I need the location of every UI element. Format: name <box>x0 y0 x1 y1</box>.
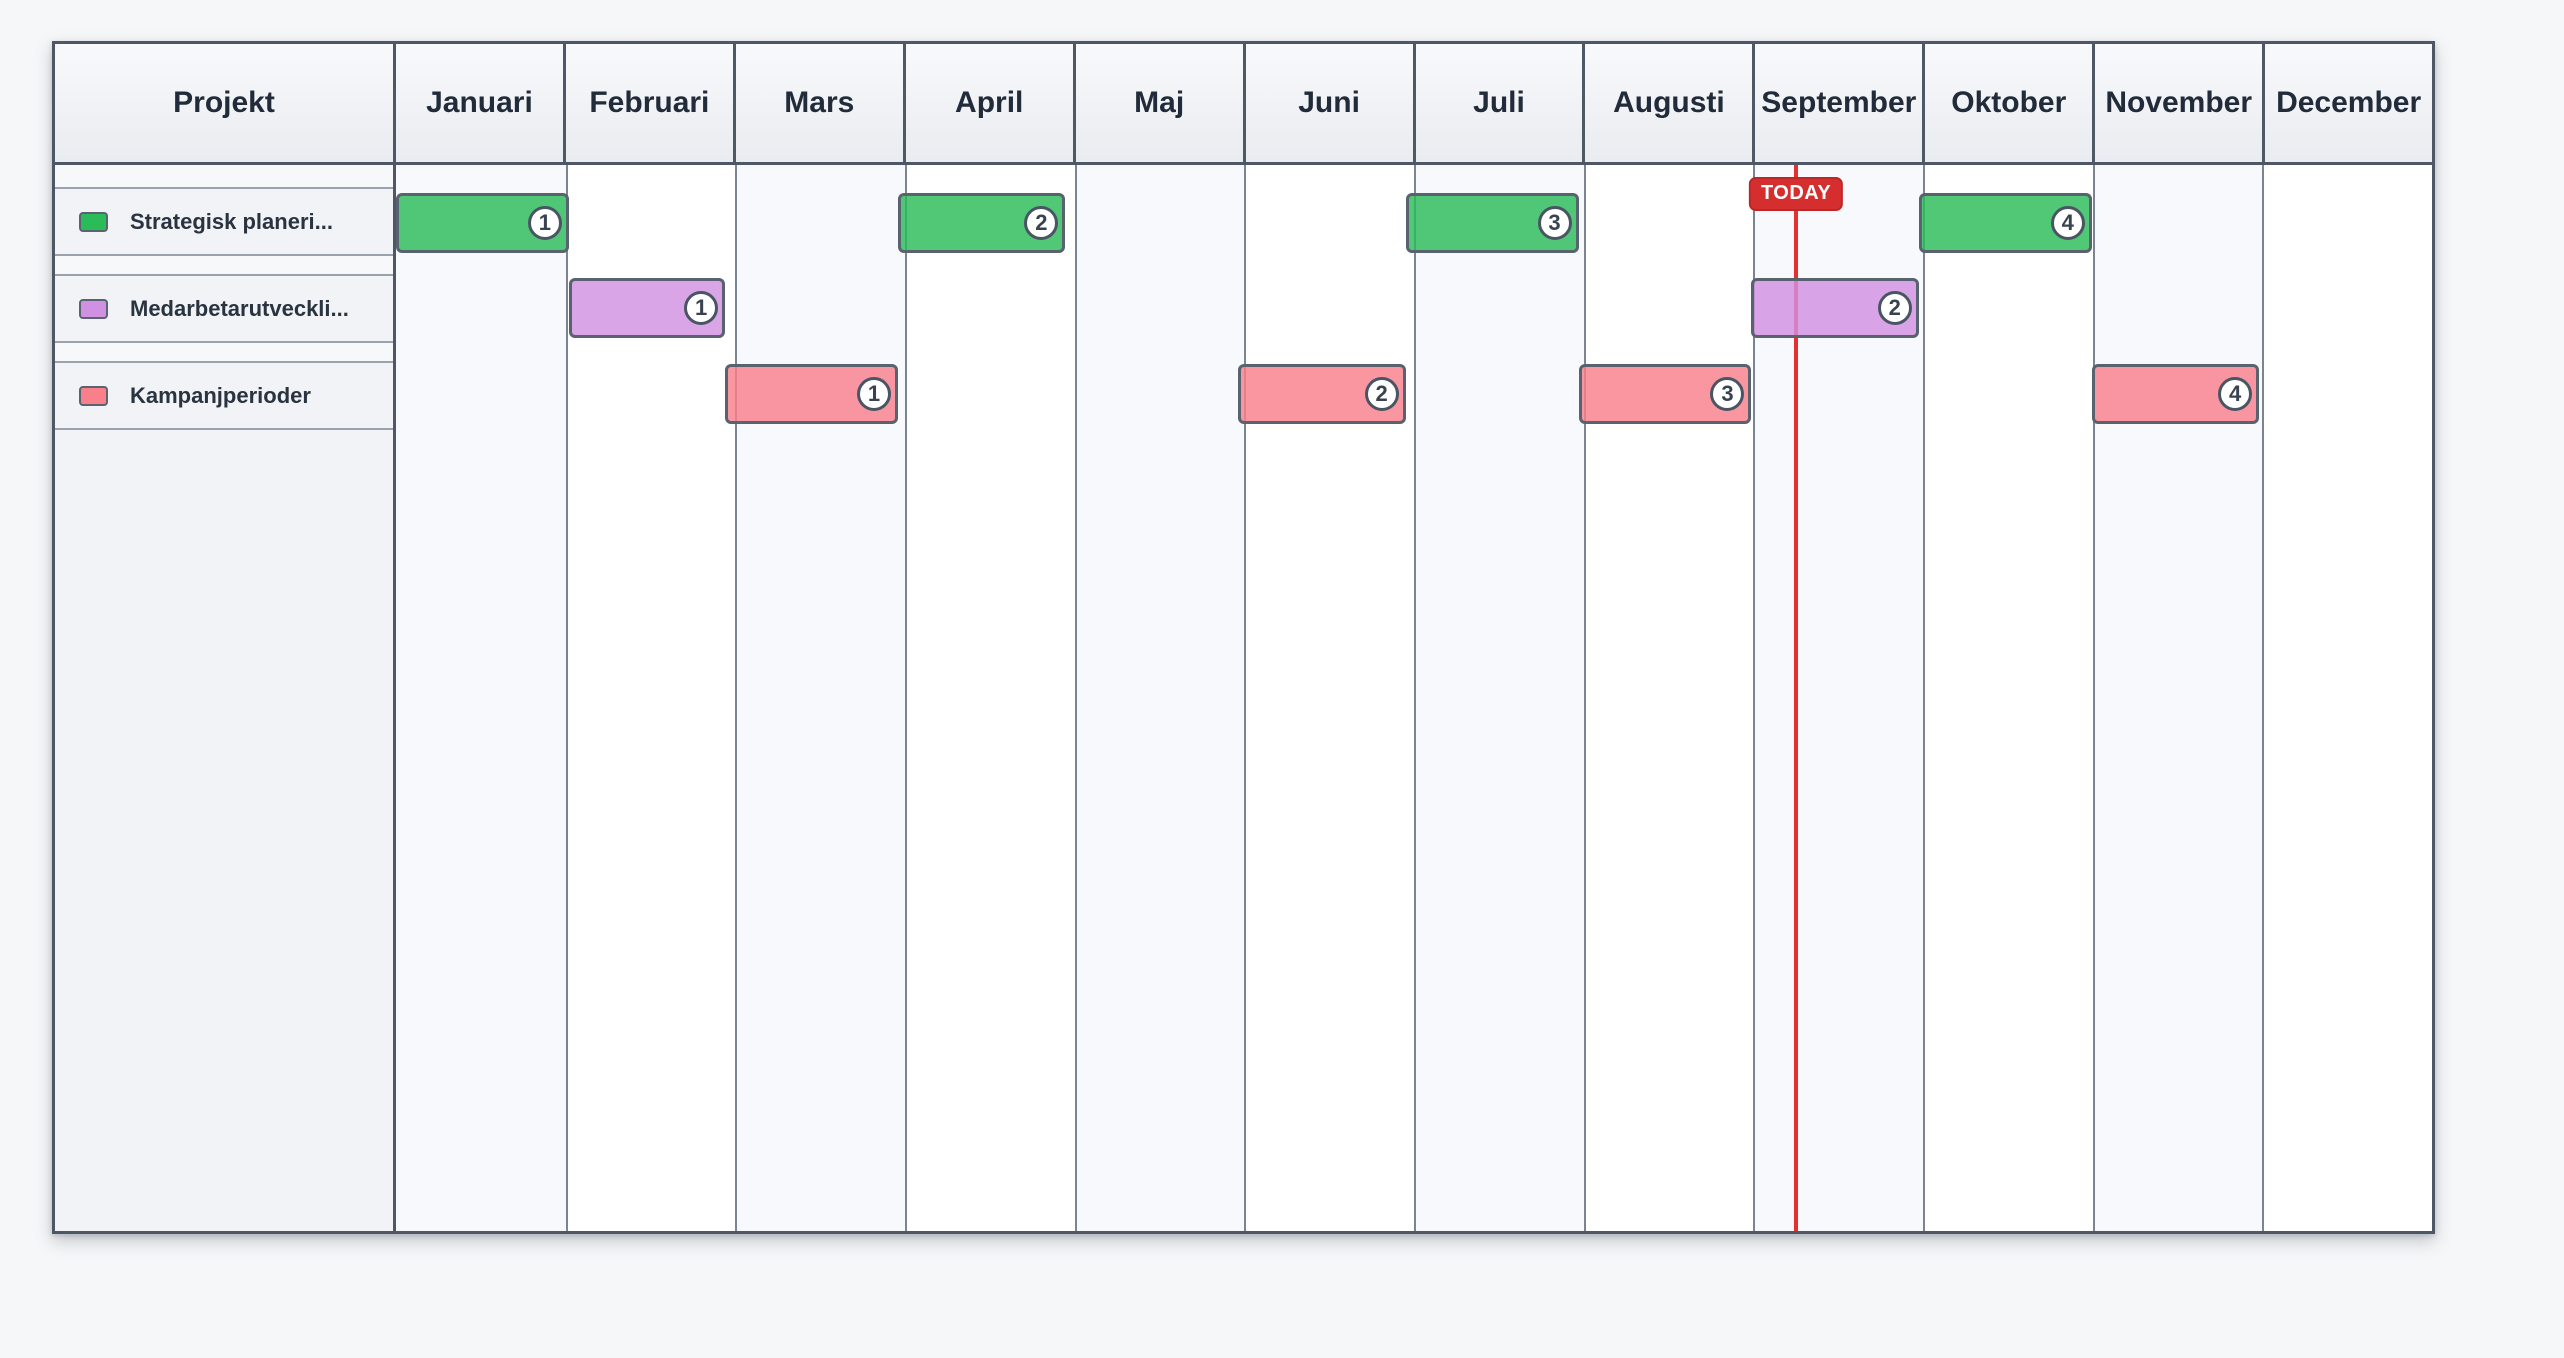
project-sidebar: Projekt Strategisk planeri... Medarbetaru… <box>55 44 396 1231</box>
gantt-bar-strategisk-planeri-april[interactable]: 2 <box>898 193 1066 253</box>
month-header-april: April <box>902 44 1073 162</box>
bar-badge: 3 <box>1710 377 1745 411</box>
bar-badge: 2 <box>1024 206 1059 240</box>
project-row-kampanjperioder[interactable]: Kampanjperioder <box>55 363 393 430</box>
bar-badge: 4 <box>2050 206 2085 240</box>
timeline-column-september <box>1753 165 1923 1231</box>
timeline-column-november <box>2092 165 2263 1231</box>
bar-badge: 1 <box>857 377 891 411</box>
bar-badge: 4 <box>2218 377 2253 411</box>
timeline-column-juni <box>1244 165 1414 1231</box>
month-header-maj: Maj <box>1072 44 1243 162</box>
project-color-swatch <box>79 385 108 406</box>
month-header-juli: Juli <box>1412 44 1583 162</box>
sidebar-spacer-row <box>55 343 393 363</box>
project-label: Strategisk planeri... <box>130 208 333 234</box>
gantt-bar-strategisk-planeri-oktober[interactable]: 4 <box>1918 193 2092 253</box>
sidebar-filler <box>55 430 393 1231</box>
month-header-november: November <box>2092 44 2263 162</box>
timeline-column-februari <box>565 165 736 1231</box>
project-column-header-label: Projekt <box>173 86 275 119</box>
gantt-bar-medarbetarutveckli-september[interactable]: 2 <box>1751 278 1919 338</box>
sidebar-spacer-row <box>55 256 393 276</box>
timeline-column-mars <box>735 165 905 1231</box>
gantt-bar-strategisk-planeri-januari[interactable]: 1 <box>396 193 569 253</box>
bar-badge: 3 <box>1537 206 1572 240</box>
month-header-juni: Juni <box>1242 44 1413 162</box>
timeline-column-oktober <box>1923 165 2093 1231</box>
gantt-bar-kampanjperioder-augusti[interactable]: 3 <box>1578 364 1752 424</box>
gantt-bar-kampanjperioder-november[interactable]: 4 <box>2091 364 2260 424</box>
project-label: Kampanjperioder <box>130 382 311 408</box>
project-label: Medarbetarutveckli... <box>130 295 349 321</box>
timeline-column-augusti <box>1583 165 1754 1231</box>
timeline-column-januari <box>396 165 566 1231</box>
gantt-bar-kampanjperioder-juni[interactable]: 2 <box>1238 364 1406 424</box>
project-color-swatch <box>79 298 108 319</box>
month-header-augusti: Augusti <box>1582 44 1753 162</box>
month-header-februari: Februari <box>562 44 733 162</box>
timeline-column-maj <box>1074 165 1245 1231</box>
project-row-strategisk-planeri[interactable]: Strategisk planeri... <box>55 189 393 256</box>
project-row-medarbetarutveckli[interactable]: Medarbetarutveckli... <box>55 276 393 343</box>
timeline-column-juli <box>1414 165 1584 1231</box>
month-header-januari: Januari <box>396 44 563 162</box>
timeline-column-april <box>905 165 1075 1231</box>
bar-badge: 2 <box>1364 377 1399 411</box>
bar-badge: 1 <box>527 206 562 240</box>
project-list: Strategisk planeri... Medarbetarutveckli.… <box>55 165 393 1231</box>
sidebar-spacer-row <box>55 165 393 189</box>
project-color-swatch <box>79 211 108 232</box>
month-header-mars: Mars <box>732 44 903 162</box>
month-header-september: September <box>1752 44 1923 162</box>
gantt-chart: Projekt Strategisk planeri... Medarbetaru… <box>52 41 2435 1234</box>
gantt-bar-strategisk-planeri-juli[interactable]: 3 <box>1405 193 1579 253</box>
gantt-bar-medarbetarutveckli-februari[interactable]: 1 <box>568 278 726 338</box>
today-badge: TODAY <box>1748 177 1844 211</box>
month-header-december: December <box>2262 44 2433 162</box>
today-line <box>1794 165 1799 1231</box>
bar-badge: 1 <box>684 291 719 325</box>
project-column-header: Projekt <box>55 44 393 165</box>
timeline-column-december <box>2262 165 2432 1231</box>
gantt-bar-kampanjperioder-mars[interactable]: 1 <box>725 364 898 424</box>
month-header-oktober: Oktober <box>1922 44 2093 162</box>
bar-badge: 2 <box>1877 291 1912 325</box>
timeline-body: TODAY 1 2 3 4 1 2 1 2 3 4 <box>396 165 2432 1231</box>
